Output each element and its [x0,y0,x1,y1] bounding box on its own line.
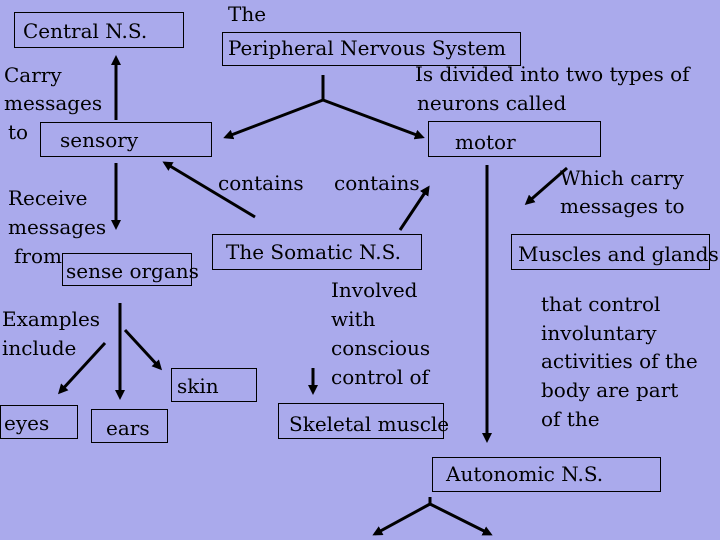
arrow-contains-right [398,185,430,231]
examples-line1: Examples [2,307,101,331]
skin-box [171,368,257,402]
motor-box [428,121,601,157]
examples-line2: include [2,336,77,360]
that-control-line5: of the [541,407,600,431]
that-control-line4: body are part [541,378,679,402]
involved-line3: conscious [331,336,431,360]
somatic-box [212,234,422,270]
skeletal-muscle-box [278,403,444,439]
arrow-autonomic-left [372,502,431,536]
receive-line2: messages [8,215,107,239]
which-carry-line1: Which carry [560,166,684,190]
that-control-line3: activities of the [541,349,698,373]
arrow-contains-left [162,161,256,219]
carry-line2: messages [4,91,103,115]
sensory-box [40,122,212,157]
skeletal-muscle-label: Skeletal muscle [289,412,450,436]
involved-line2: with [331,307,376,331]
muscles-glands-box [511,234,710,270]
contains-right-label: contains [334,171,420,195]
that-control-line1: that control [541,292,661,316]
which-carry-line2: messages to [560,194,685,218]
ears-box [91,409,168,443]
arrow-to-motor [322,98,425,140]
skin-label: skin [177,374,219,398]
sensory-label: sensory [60,128,139,152]
central-ns-label: Central N.S. [23,19,148,43]
sense-organs-box [62,253,192,286]
peripheral-box [222,32,521,66]
motor-label: motor [455,130,516,154]
involved-line4: control of [331,365,429,389]
sense-organs-label: sense organs [66,259,199,283]
receive-line1: Receive [8,186,88,210]
arrow-which-carry [524,166,568,205]
autonomic-label: Autonomic N.S. [446,462,604,486]
eyes-label: eyes [4,411,50,435]
peripheral-label-line2: Peripheral Nervous System [228,36,506,60]
eyes-box [0,405,78,439]
carry-line1: Carry [4,63,62,87]
involved-line1: Involved [331,278,418,302]
arrow-autonomic-right [429,502,493,536]
arrow-to-sensory [223,98,324,140]
autonomic-box [432,457,661,492]
divided-line2: neurons called [417,91,567,115]
receive-line3: from [14,244,62,268]
divided-line1: Is divided into two types of [415,62,690,86]
arrow-to-skin [123,328,163,371]
ears-label: ears [106,416,150,440]
muscles-glands-label: Muscles and glands [518,242,719,266]
contains-left-label: contains [218,171,304,195]
somatic-label: The Somatic N.S. [226,240,401,264]
carry-line3: to [8,120,29,144]
that-control-line2: involuntary [541,321,657,345]
arrow-to-eyes [57,341,107,395]
central-ns-box [14,12,184,48]
peripheral-label-line1: The [228,2,267,26]
